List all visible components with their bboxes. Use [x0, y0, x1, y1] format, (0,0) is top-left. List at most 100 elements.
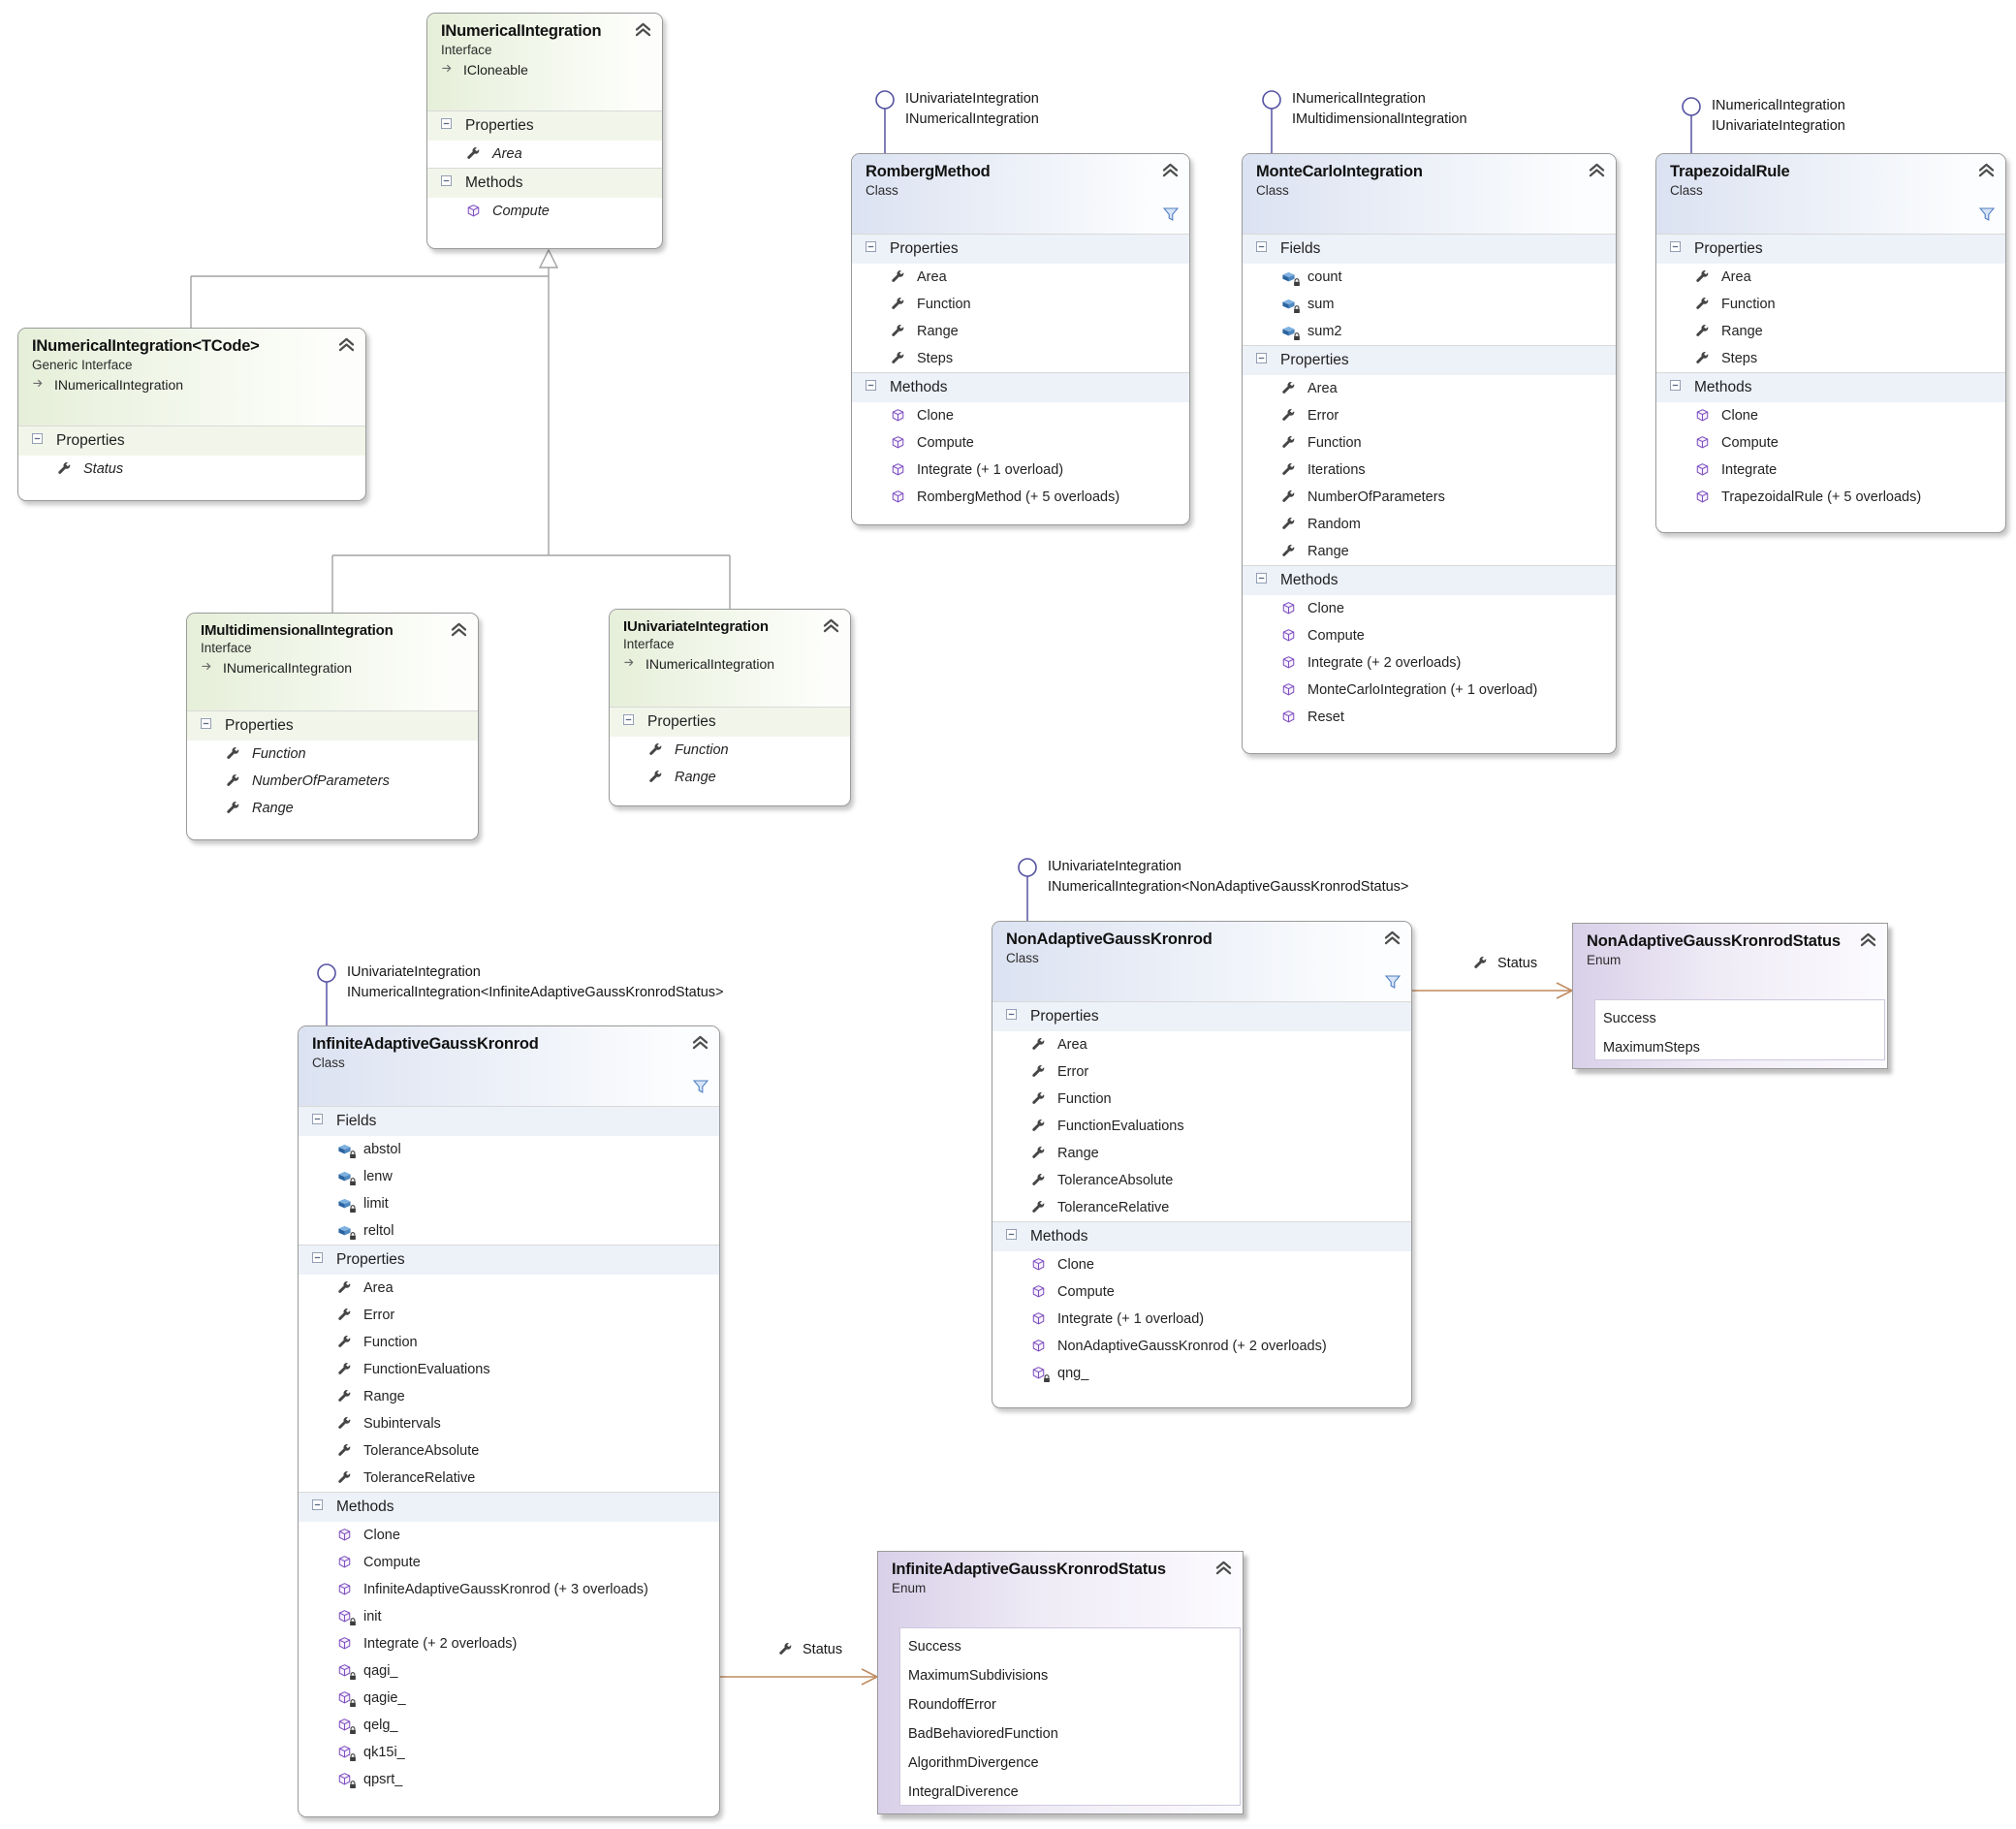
member-row[interactable]: Integrate	[1656, 457, 2005, 484]
member-row[interactable]: qk15i_	[299, 1739, 719, 1766]
filter-funnel-icon[interactable]	[1162, 207, 1180, 221]
member-row[interactable]: Clone	[1243, 595, 1616, 622]
member-row[interactable]: Function	[610, 737, 850, 764]
collapse-chevron-icon[interactable]	[822, 618, 840, 633]
member-row[interactable]: Compute	[1243, 622, 1616, 649]
compartment-collapse-icon[interactable]	[441, 118, 457, 134]
enum-member-row[interactable]: Success	[1603, 1011, 1656, 1026]
compartment-header-properties[interactable]: Properties	[187, 710, 478, 741]
member-row[interactable]: Clone	[299, 1522, 719, 1549]
member-row[interactable]: Function	[1656, 291, 2005, 318]
member-row[interactable]: qagi_	[299, 1657, 719, 1685]
member-row[interactable]: Area	[427, 141, 662, 168]
compartment-header-methods[interactable]: Methods	[427, 168, 662, 198]
member-row[interactable]: MonteCarloIntegration (+ 1 overload)	[1243, 677, 1616, 704]
member-row[interactable]: abstol	[299, 1136, 719, 1163]
member-row[interactable]: Iterations	[1243, 457, 1616, 484]
compartment-header-fields[interactable]: Fields	[299, 1106, 719, 1136]
enum-member-row[interactable]: RoundoffError	[908, 1697, 996, 1713]
member-row[interactable]: count	[1243, 264, 1616, 291]
compartment-collapse-icon[interactable]	[312, 1499, 328, 1515]
compartment-header-properties[interactable]: Properties	[852, 234, 1189, 264]
member-row[interactable]: Area	[299, 1275, 719, 1302]
collapse-chevron-icon[interactable]	[1161, 163, 1180, 177]
member-row[interactable]: Function	[1243, 429, 1616, 457]
compartment-collapse-icon[interactable]	[1670, 241, 1685, 257]
member-row[interactable]: Error	[992, 1058, 1411, 1086]
member-row[interactable]: Integrate (+ 2 overloads)	[1243, 649, 1616, 677]
member-row[interactable]: Range	[1243, 538, 1616, 565]
collapse-chevron-icon[interactable]	[1214, 1561, 1233, 1575]
enum-member-row[interactable]: BadBehavioredFunction	[908, 1726, 1058, 1742]
compartment-collapse-icon[interactable]	[866, 380, 881, 395]
member-row[interactable]: sum2	[1243, 318, 1616, 345]
filter-funnel-icon[interactable]	[1978, 207, 1996, 221]
member-row[interactable]: Compute	[852, 429, 1189, 457]
member-row[interactable]: Random	[1243, 511, 1616, 538]
filter-funnel-icon[interactable]	[692, 1080, 709, 1093]
compartment-header-methods[interactable]: Methods	[1243, 565, 1616, 595]
member-row[interactable]: InfiniteAdaptiveGaussKronrod (+ 3 overlo…	[299, 1576, 719, 1603]
compartment-collapse-icon[interactable]	[201, 718, 216, 734]
member-row[interactable]: limit	[299, 1190, 719, 1217]
member-row[interactable]: sum	[1243, 291, 1616, 318]
member-row[interactable]: Compute	[1656, 429, 2005, 457]
member-row[interactable]: Area	[992, 1031, 1411, 1058]
member-row[interactable]: ToleranceAbsolute	[992, 1167, 1411, 1194]
compartment-header-properties[interactable]: Properties	[992, 1001, 1411, 1031]
compartment-collapse-icon[interactable]	[1256, 241, 1272, 257]
collapse-chevron-icon[interactable]	[450, 622, 468, 637]
collapse-chevron-icon[interactable]	[1859, 932, 1877, 947]
compartment-header-properties[interactable]: Properties	[1656, 234, 2005, 264]
member-row[interactable]: NumberOfParameters	[187, 768, 478, 795]
member-row[interactable]: Function	[992, 1086, 1411, 1113]
compartment-header-methods[interactable]: Methods	[299, 1492, 719, 1522]
member-row[interactable]: Subintervals	[299, 1410, 719, 1437]
member-row[interactable]: ToleranceAbsolute	[299, 1437, 719, 1465]
collapse-chevron-icon[interactable]	[337, 337, 356, 352]
member-row[interactable]: NumberOfParameters	[1243, 484, 1616, 511]
lollipop-interface-icon[interactable]	[1018, 858, 1037, 877]
member-row[interactable]: Area	[1243, 375, 1616, 402]
compartment-collapse-icon[interactable]	[312, 1114, 328, 1129]
interface-box-inumericalintegration-tcode[interactable]: INumericalIntegration<TCode>Generic Inte…	[17, 328, 366, 501]
member-row[interactable]: qng_	[992, 1360, 1411, 1387]
member-row[interactable]: ToleranceRelative	[992, 1194, 1411, 1221]
compartment-header-methods[interactable]: Methods	[992, 1221, 1411, 1251]
compartment-collapse-icon[interactable]	[312, 1252, 328, 1268]
member-row[interactable]: qelg_	[299, 1712, 719, 1739]
member-row[interactable]: FunctionEvaluations	[992, 1113, 1411, 1140]
member-row[interactable]: Range	[610, 764, 850, 791]
collapse-chevron-icon[interactable]	[1588, 163, 1606, 177]
collapse-chevron-icon[interactable]	[1383, 930, 1402, 945]
member-row[interactable]: Steps	[852, 345, 1189, 372]
compartment-collapse-icon[interactable]	[1006, 1009, 1022, 1025]
member-row[interactable]: reltol	[299, 1217, 719, 1245]
member-row[interactable]: Compute	[992, 1278, 1411, 1306]
box-header[interactable]: INumericalIntegration<TCode>Generic Inte…	[18, 329, 365, 426]
member-row[interactable]: Function	[852, 291, 1189, 318]
lollipop-interface-icon[interactable]	[317, 963, 336, 983]
member-row[interactable]: lenw	[299, 1163, 719, 1190]
compartment-collapse-icon[interactable]	[32, 433, 47, 449]
compartment-header-methods[interactable]: Methods	[852, 372, 1189, 402]
collapse-chevron-icon[interactable]	[634, 22, 652, 37]
enum-member-row[interactable]: AlgorithmDivergence	[908, 1755, 1039, 1771]
member-row[interactable]: Clone	[992, 1251, 1411, 1278]
compartment-collapse-icon[interactable]	[441, 175, 457, 191]
compartment-header-methods[interactable]: Methods	[1656, 372, 2005, 402]
